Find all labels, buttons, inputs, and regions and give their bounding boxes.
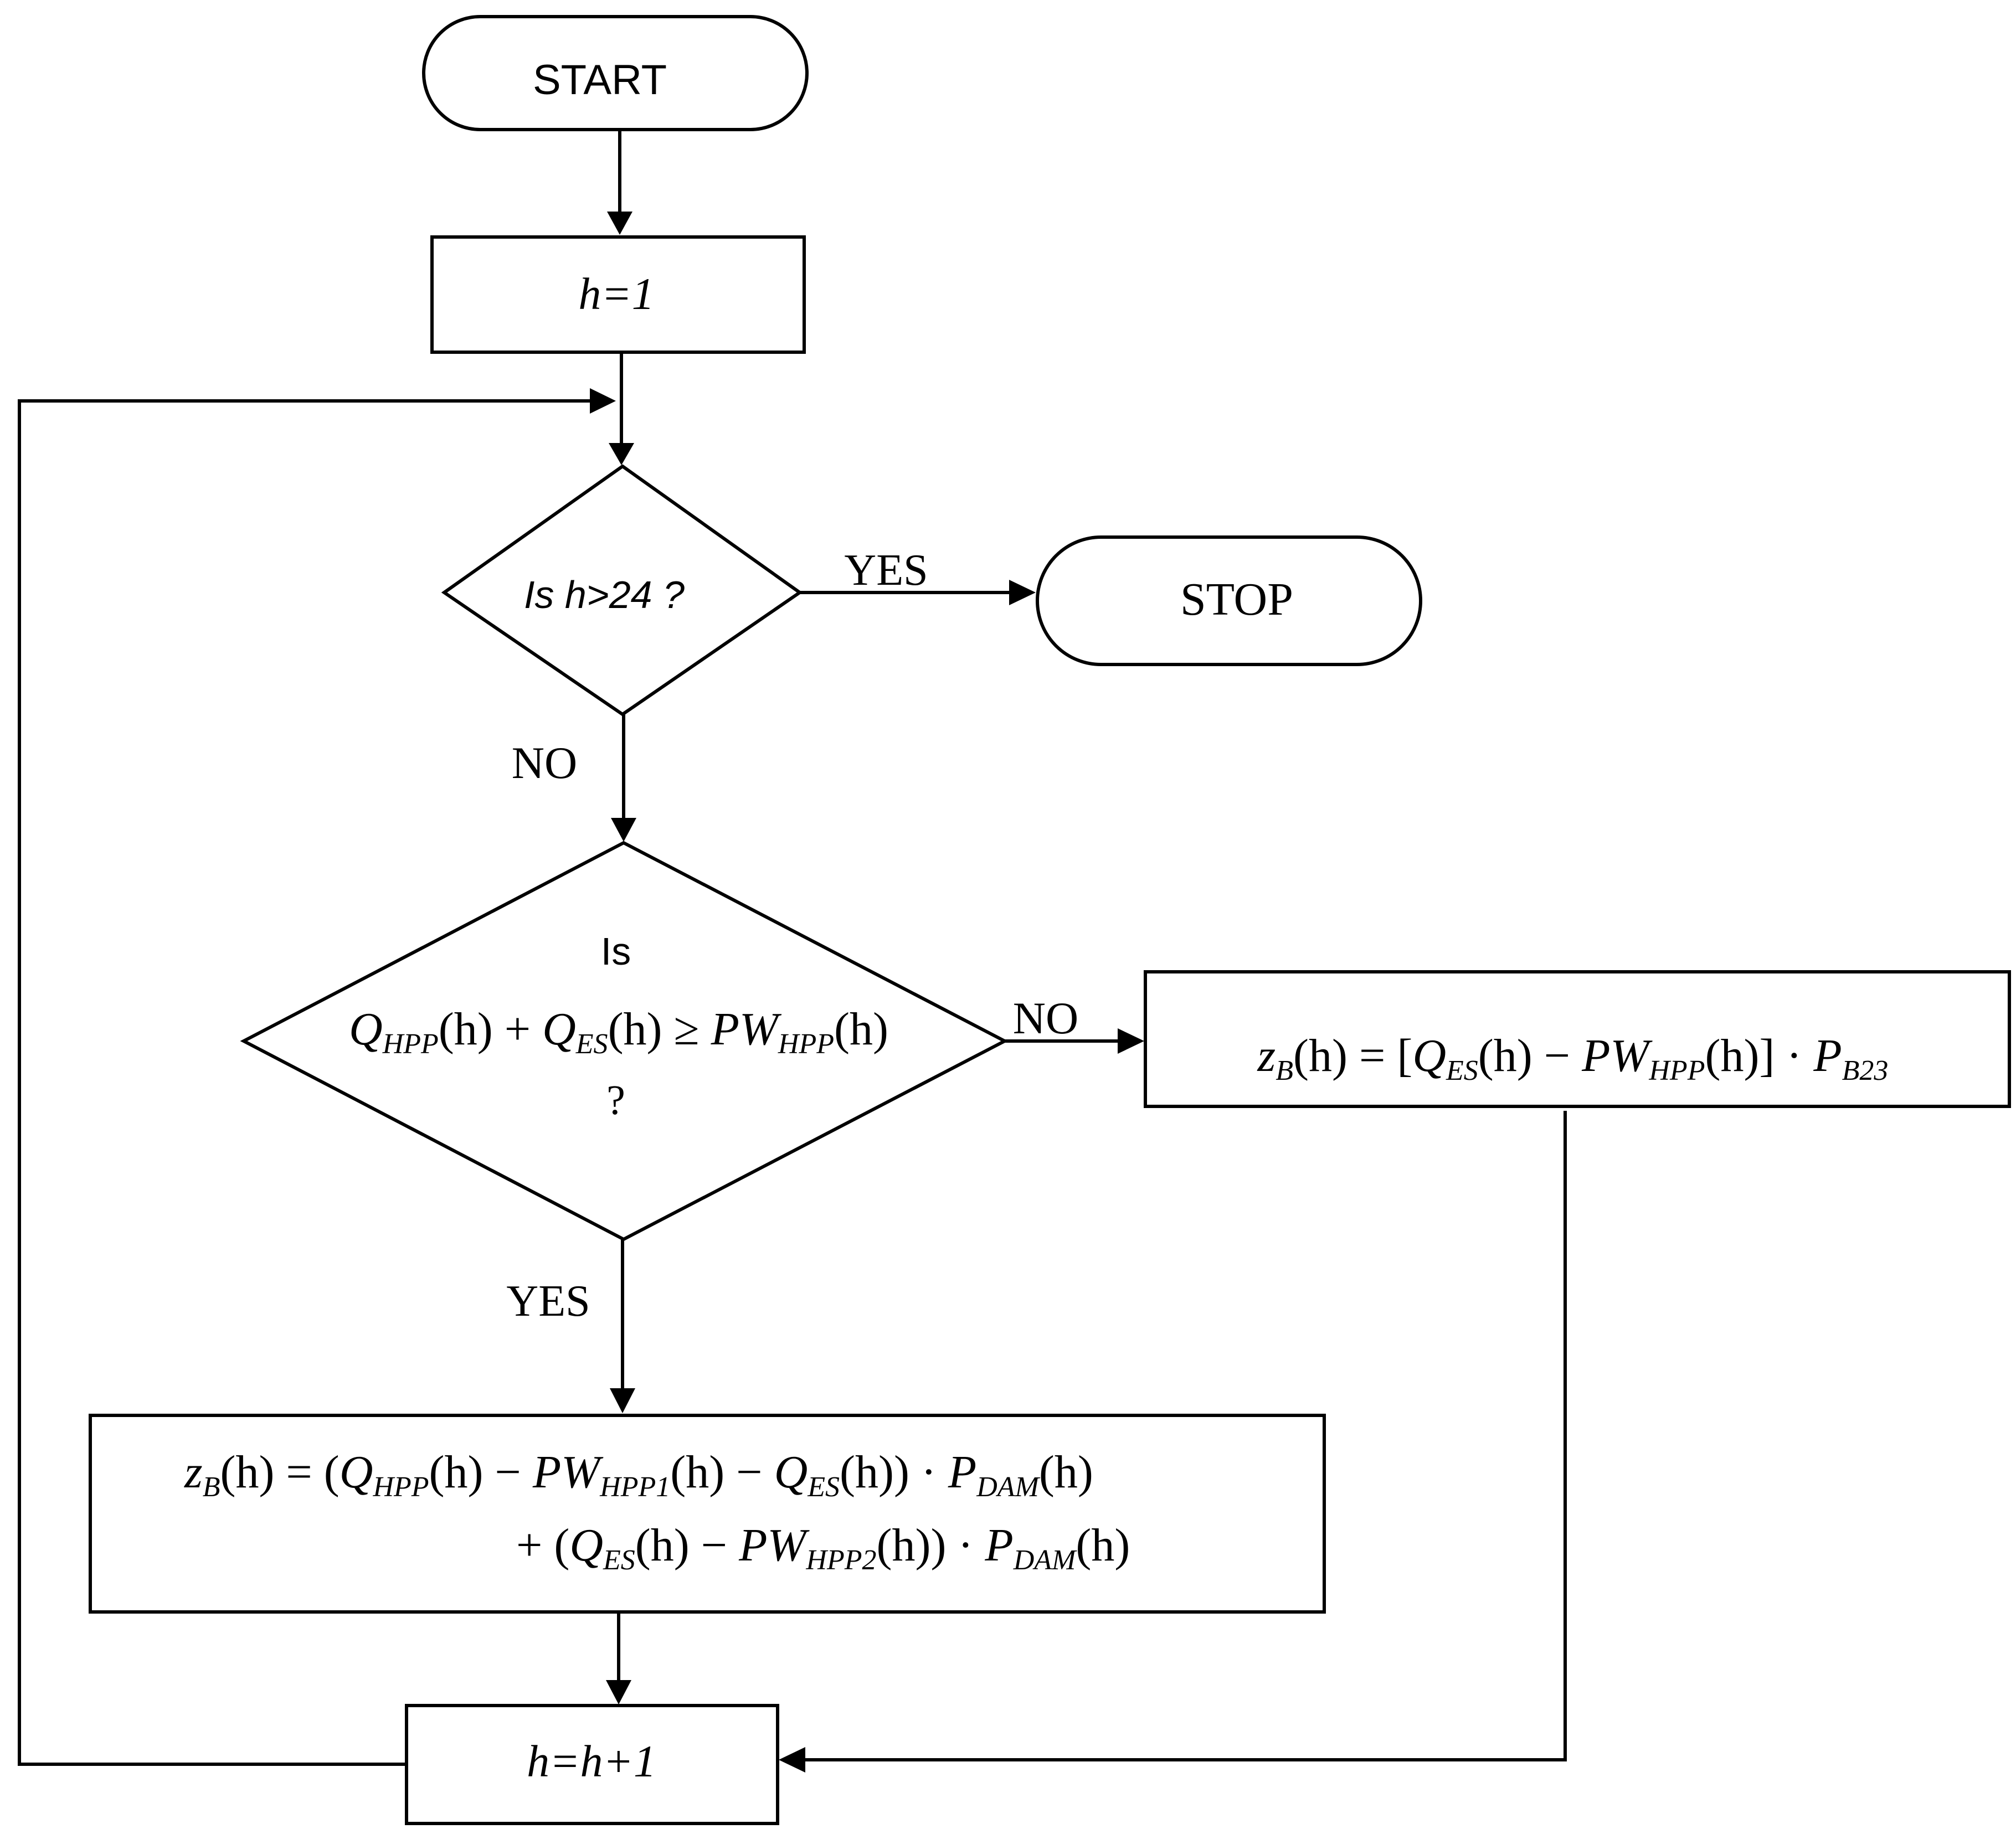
math-subscript: DAM [976,1471,1040,1503]
math-subscript: ES [603,1544,635,1576]
math-text: (h) − [635,1519,739,1571]
math-text: (h) [1039,1446,1093,1498]
arrowhead [611,818,636,842]
stop-terminal [1036,535,1422,666]
arrowhead [609,443,634,465]
math-subscript: B [203,1471,220,1503]
decision2-yes-label: YES [506,1277,590,1326]
math-var: Q [774,1446,808,1498]
decision1-yes-label: YES [844,546,928,595]
increment-label: h=h+1 [527,1736,656,1786]
decision1-no-label: NO [512,738,577,788]
decision2-condition: QHPP(h) + QES(h) ≥ PWHPP(h) [349,1003,888,1060]
math-text: (h)) · [840,1446,948,1498]
arrowhead [607,212,632,235]
math-subscript: HPP [1648,1055,1705,1086]
math-subscript: HPP2 [805,1544,876,1576]
init-process-box [430,235,806,354]
yes-branch-process-box [89,1414,1326,1614]
math-text: (h) = ( [220,1446,339,1498]
no-branch-process-box [1144,970,2011,1108]
math-var: PW [532,1446,604,1498]
math-text: (h)] · [1705,1030,1813,1081]
math-subscript: B [1276,1055,1293,1086]
stop-label: STOP [1180,574,1293,625]
math-subscript: ES [1446,1055,1478,1086]
math-subscript: DAM [1013,1544,1077,1576]
math-text: + ( [516,1519,569,1571]
decision2-line1: Is [601,930,631,973]
arrowhead [610,1388,635,1413]
math-text: (h) − [1478,1030,1582,1081]
math-text: (h) ≥ [608,1003,711,1055]
math-var: PW [1581,1030,1653,1081]
math-text: (h) [1076,1519,1130,1571]
decision2-line3: ? [606,1077,625,1124]
math-var: P [1813,1030,1842,1081]
yes-branch-formula-line2: + (QES(h) − PWHPP2(h)) · PDAM(h) [516,1519,1130,1576]
math-text: (h) − [670,1446,774,1498]
math-subscript: HPP [372,1471,429,1503]
start-label: START [533,56,667,104]
math-var: Q [569,1519,603,1571]
math-subscript: B23 [1842,1055,1889,1086]
arrowhead [1009,580,1036,605]
math-var: Q [340,1446,373,1498]
math-text: (h) − [429,1446,533,1498]
math-var: P [984,1519,1013,1571]
arrowhead [1118,1028,1144,1054]
arrowhead [590,388,616,414]
start-terminal [422,15,809,131]
decision1-question: Is h>24 ? [524,573,685,616]
math-var: P [948,1446,976,1498]
math-subscript: HPP [778,1028,834,1060]
decision2-no-label: NO [1013,993,1078,1043]
math-subscript: ES [575,1028,608,1060]
math-text: (h) [834,1003,888,1055]
arrowhead [606,1680,631,1704]
math-var: Q [542,1003,576,1055]
math-subscript: ES [807,1471,840,1503]
math-var: Q [349,1003,383,1055]
arrowhead [779,1747,805,1773]
no-branch-formula: zB(h) = [QES(h) − PWHPP(h)] · PB23 [1257,1030,1889,1086]
math-subscript: HPP1 [599,1471,670,1503]
math-var: Q [1412,1030,1446,1081]
math-var: PW [738,1519,810,1571]
math-var: z [1257,1030,1276,1081]
math-var: z [184,1446,203,1498]
math-text: (h) + [439,1003,542,1055]
math-text: (h) = [ [1293,1030,1412,1081]
init-label: h=1 [578,269,654,319]
math-text: (h)) · [877,1519,985,1571]
math-subscript: HPP [382,1028,439,1060]
connectors [18,130,1567,1773]
yes-branch-formula-line1: zB(h) = (QHPP(h) − PWHPP1(h) − QES(h)) ·… [184,1446,1093,1503]
math-var: PW [711,1003,782,1055]
